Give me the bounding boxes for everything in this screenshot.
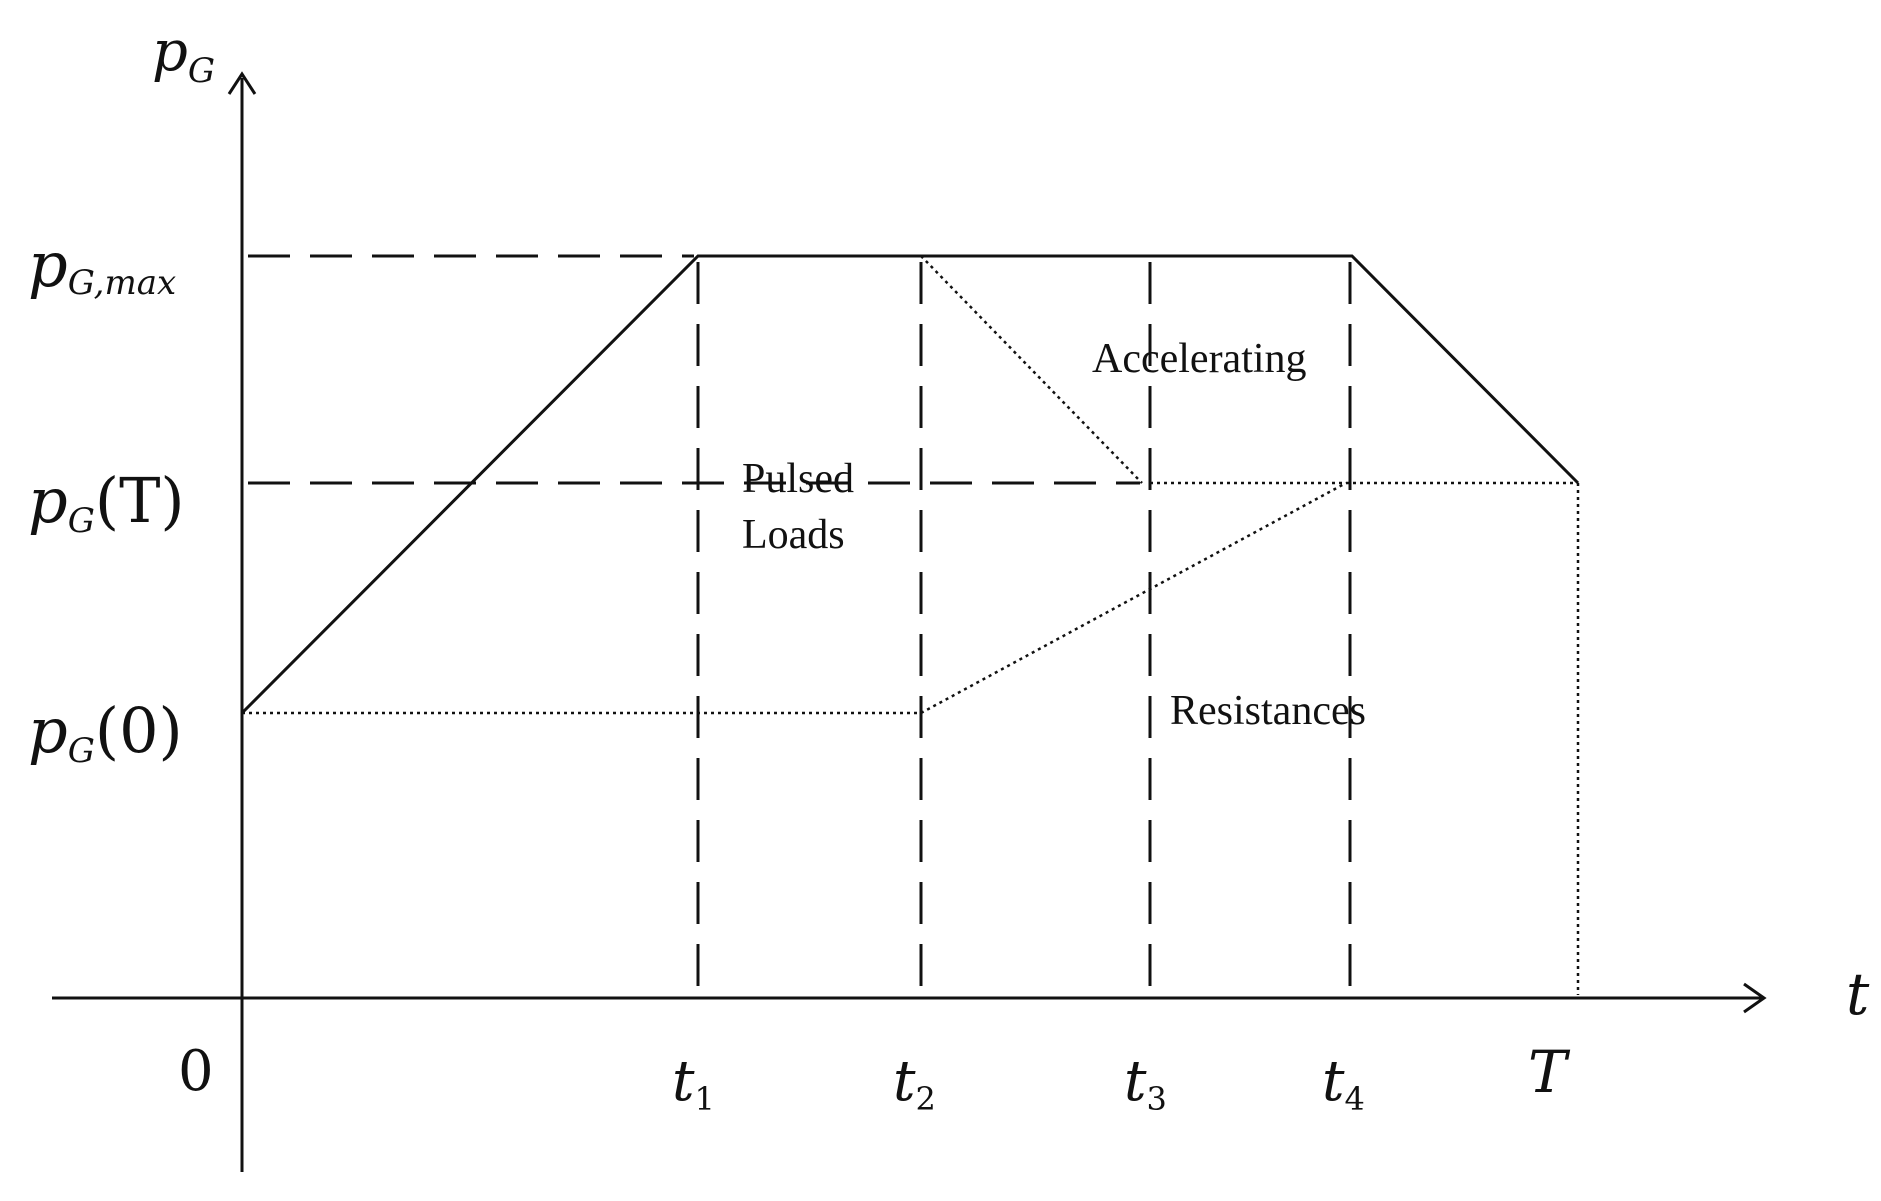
total-power-profile (240, 254, 1580, 715)
region-label-pulsed-line2: Loads (742, 512, 845, 558)
tick-t3: t3 (1124, 1049, 1167, 1118)
tick-t4: t4 (1322, 1049, 1365, 1118)
region-label-resistances: Resistances (1170, 688, 1366, 734)
tick-t2: t2 (893, 1049, 936, 1118)
label-p-max: pG,max (28, 228, 176, 303)
tick-T: T (1528, 1038, 1571, 1106)
origin-label: 0 (178, 1039, 214, 1104)
horizontal-guides (248, 254, 1140, 485)
label-p-0: pG(0) (28, 694, 183, 771)
resistances-curve (242, 481, 1347, 715)
y-axis-label: pG (152, 19, 215, 91)
x-axis-label: t (1846, 960, 1870, 1028)
region-label-accelerating: Accelerating (1092, 336, 1307, 382)
region-label-pulsed-line1: Pulsed (742, 456, 854, 502)
tick-t1: t1 (672, 1049, 715, 1118)
y-axis-arrowhead (227, 71, 257, 95)
dotted-curves (242, 255, 1580, 995)
label-p-t: pG(T) (28, 464, 185, 541)
axes (52, 71, 1767, 1172)
x-axis-arrowhead (1743, 982, 1767, 1014)
